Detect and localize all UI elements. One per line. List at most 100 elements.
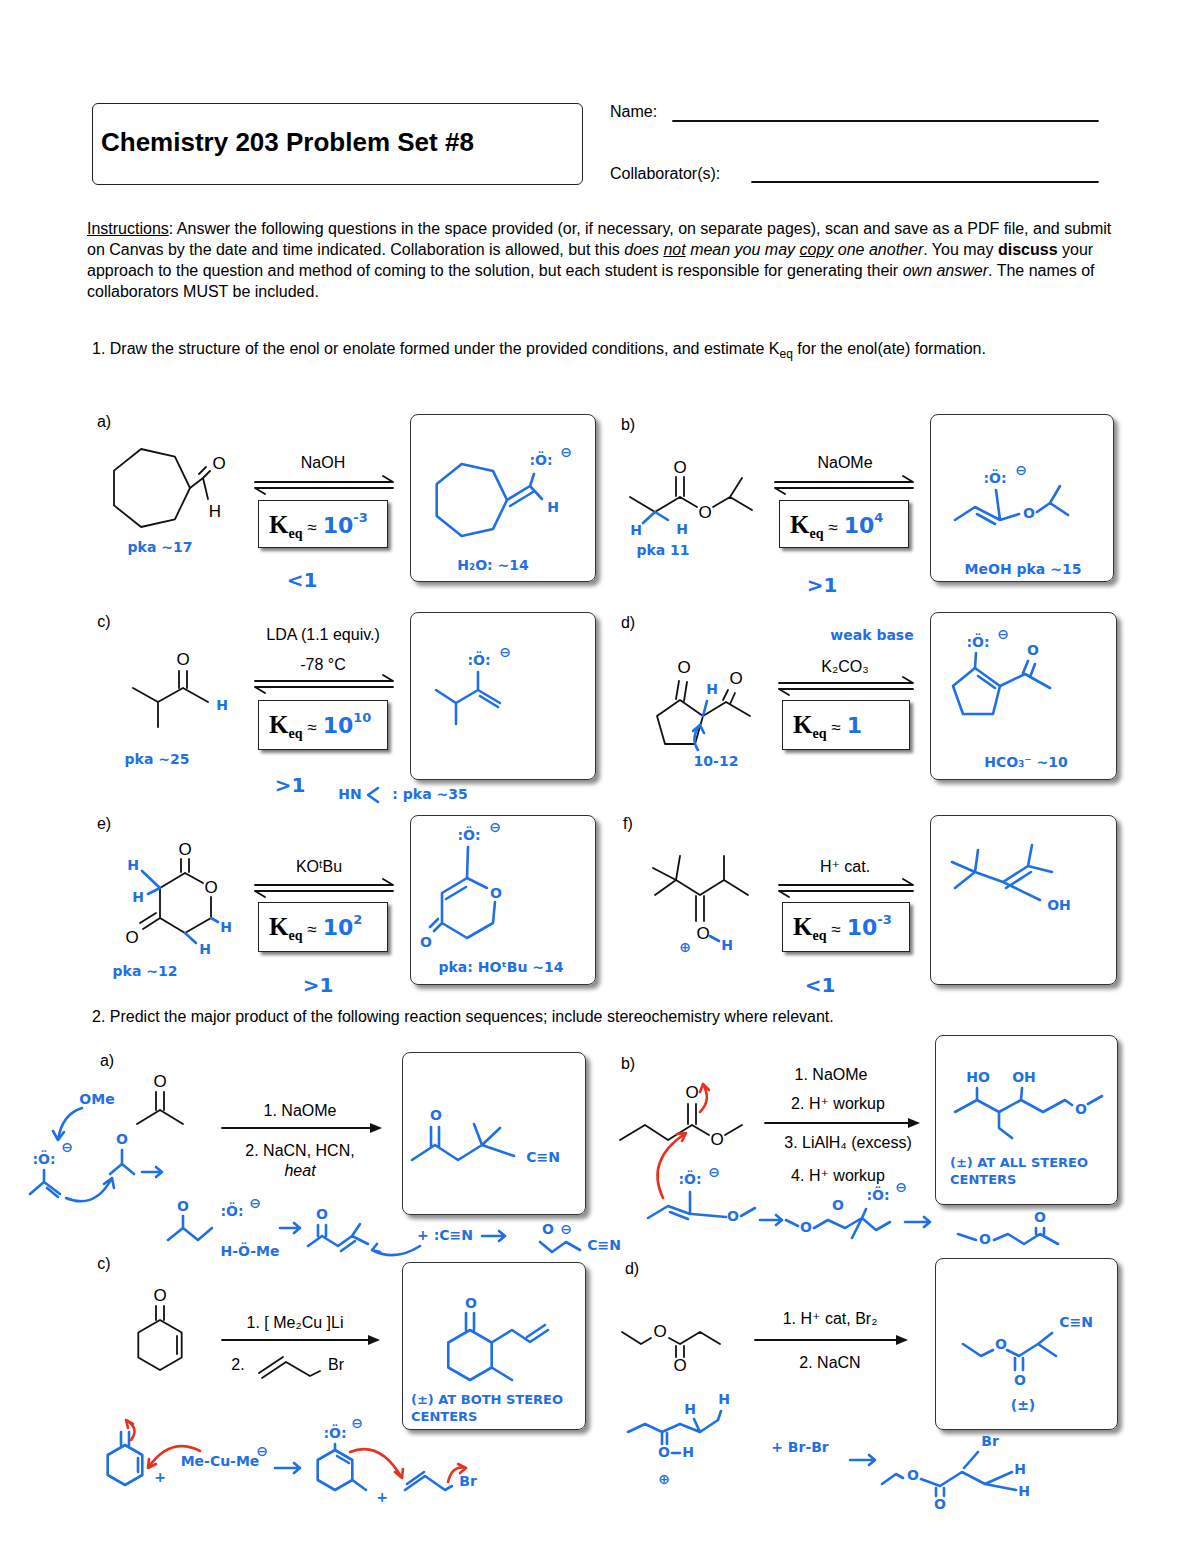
printed-text: not	[663, 241, 685, 258]
handwritten-note: H	[721, 938, 733, 953]
printed-structures	[114, 121, 1098, 1378]
keq-symbol: K	[269, 913, 288, 940]
mechanism-arrows	[126, 1084, 709, 1482]
handwritten-note: ⊖	[560, 445, 572, 460]
handwritten-note: :Ö:	[866, 1188, 889, 1203]
bonds	[653, 856, 748, 921]
mechanism-sketch	[628, 1411, 1016, 1496]
bonds	[952, 845, 1052, 900]
printed-text: 1. H⁺ cat, Br₂	[783, 1308, 878, 1329]
handwritten-note: :Ö:	[220, 1204, 243, 1219]
handwritten-note: :Ö:	[467, 653, 490, 668]
handwritten-note: pka ~12	[113, 964, 178, 979]
printed-text: d)	[625, 1258, 639, 1279]
handwritten-note: O	[1023, 506, 1035, 521]
printed-text: heat	[284, 1160, 315, 1181]
printed-text: own answer	[903, 262, 988, 279]
handwritten-note: O	[934, 1497, 946, 1512]
handwritten-structures	[30, 464, 1102, 1496]
approx-sign: ≈	[831, 920, 840, 939]
handwritten-note: OH	[1012, 1070, 1036, 1085]
answer-box: :Ö:⊖OOpka: HOᵗBu ~14	[410, 815, 596, 985]
bonds	[190, 467, 210, 499]
atom-label: O	[729, 670, 742, 689]
atom-label: O	[696, 925, 709, 944]
handwritten-note: weak base	[830, 628, 913, 643]
bonds	[643, 512, 668, 523]
answer-box: C≡NOO(±)	[935, 1258, 1118, 1430]
handwritten-note: O	[420, 935, 432, 950]
handwritten-note: >1	[275, 774, 306, 796]
handwritten-note: pka ~17	[128, 540, 193, 555]
text-block: (±) AT BOTH STEREO CENTERS	[411, 1391, 583, 1425]
answer-box: O (±) AT BOTH STEREO CENTERS	[402, 1262, 586, 1430]
handwritten-note: <1	[287, 569, 318, 591]
handwritten-note: ⊕	[658, 1472, 670, 1487]
handwritten-note: + :C≡N	[417, 1228, 473, 1243]
keq-subscript: eq	[288, 726, 302, 741]
handwritten-note: H-Ö-Me	[221, 1244, 280, 1259]
handwritten-note: HO	[966, 1070, 990, 1085]
handwritten-note: OMe	[79, 1092, 114, 1107]
handwritten-note: ⊖	[499, 645, 511, 660]
handwritten-note: (±)	[1011, 1398, 1036, 1413]
keq-subscript: eq	[812, 928, 826, 943]
atom-label: O	[204, 879, 217, 898]
handwritten-note: ⊖	[489, 820, 501, 835]
handwritten-note: ⊖	[1015, 463, 1027, 478]
handwritten-note: O	[430, 1108, 442, 1123]
title-text: Chemistry 203 Problem Set #8	[101, 128, 474, 157]
printed-text: one another	[838, 241, 923, 258]
handwritten-note: O	[490, 886, 502, 901]
handwritten-note: ⊖	[256, 1444, 268, 1459]
keq-exponent: 2	[353, 912, 362, 927]
approx-sign: ≈	[307, 920, 316, 939]
handwritten-note: O	[542, 1222, 554, 1237]
handwritten-note: +	[154, 1470, 166, 1485]
answer-line	[673, 121, 1098, 182]
keq-symbol: K	[793, 711, 812, 738]
atom-label: O	[212, 455, 225, 474]
handwritten-note: +	[376, 1490, 388, 1505]
printed-text: 2. NaCN, HCN,	[245, 1140, 354, 1161]
handwritten-note: O	[116, 1132, 128, 1147]
printed-text: H⁺ cat.	[820, 856, 870, 877]
handwritten-note: H	[706, 682, 718, 697]
handwritten-note: O	[979, 1232, 991, 1247]
atom-label: O	[698, 504, 711, 523]
printed-text: KOᵗBu	[296, 856, 342, 877]
answer-box: :Ö:⊖OHCO₃⁻ ~10	[930, 612, 1117, 780]
text-block: 1. Draw the structure of the enol or eno…	[92, 338, 1122, 365]
printed-text: 1. Draw the structure of the enol or eno…	[92, 340, 780, 357]
bonds	[955, 1088, 1102, 1138]
printed-text: 4. H⁺ workup	[791, 1165, 885, 1186]
keq-value: 10	[847, 915, 878, 940]
printed-text: 1. NaOMe	[795, 1064, 868, 1085]
approx-sign: ≈	[828, 518, 837, 537]
bonds	[436, 672, 500, 724]
approx-sign: ≈	[831, 718, 840, 737]
arrowhead	[368, 1335, 380, 1345]
printed-text: . You may	[923, 241, 993, 258]
equilibrium-arrow	[255, 476, 913, 897]
handwritten-note: :Ö:	[678, 1172, 701, 1187]
handwritten-note: H	[216, 698, 228, 713]
handwritten-note: H	[718, 1392, 730, 1407]
handwritten-note: :Ö:	[529, 453, 552, 468]
bonds	[137, 1092, 183, 1124]
handwritten-note: :Ö:	[983, 471, 1006, 486]
keq-box: Keq≈104	[779, 500, 909, 548]
bonds	[412, 1124, 514, 1160]
answer-box: :Ö:⊖OMeOH pka ~15	[930, 414, 1114, 582]
answer-box: OC≡N	[402, 1052, 586, 1215]
handwritten-note: O	[465, 1296, 477, 1311]
handwritten-note: H	[682, 1445, 694, 1460]
keq-box: Keq≈10-3	[258, 500, 388, 548]
mechanism-sketch	[648, 1192, 1058, 1244]
printed-text: a)	[100, 1050, 114, 1071]
printed-text: b)	[621, 414, 635, 435]
handwritten-note: O	[1075, 1102, 1087, 1117]
curved-arrow	[658, 1084, 709, 1198]
keq-symbol: K	[793, 913, 812, 940]
text-block: Keq≈102	[269, 912, 362, 944]
